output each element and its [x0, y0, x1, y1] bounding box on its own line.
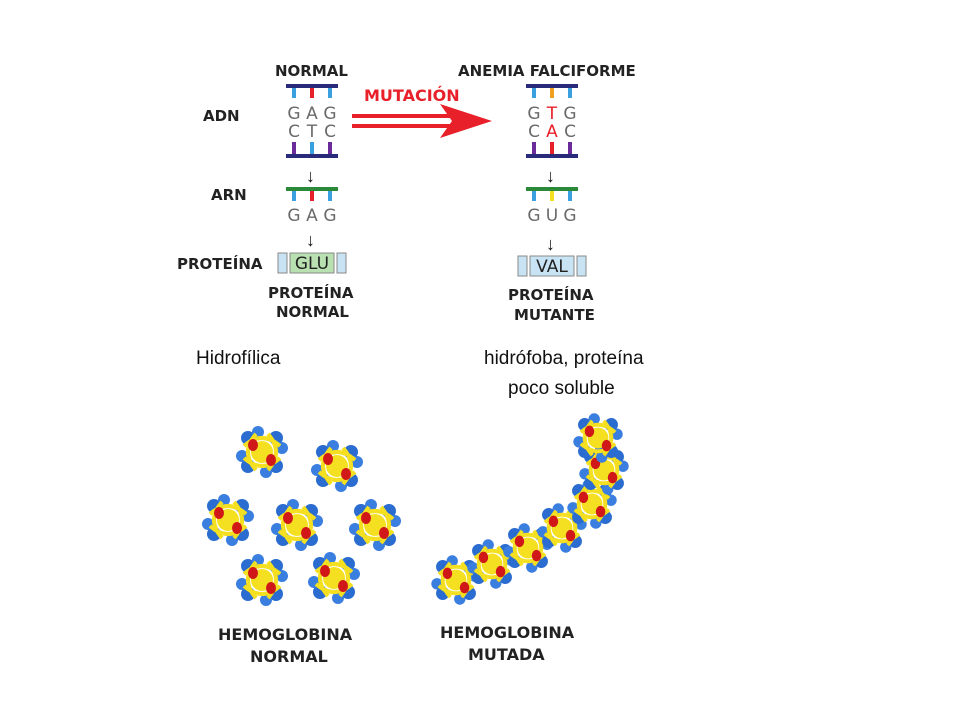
normal-amino-acid-chain: GLU: [277, 252, 347, 274]
mutant-dna-top-3: G: [563, 104, 576, 124]
mutant-title: ANEMIA FALCIFORME: [458, 62, 636, 80]
mutation-label: MUTACIÓN: [364, 86, 460, 105]
mutant-rna-3: G: [563, 206, 576, 226]
mutant-amino-acid: VAL: [536, 257, 568, 277]
normal-protein-line1: PROTEÍNA: [268, 283, 354, 302]
normal-arrow-2-icon: ↓: [306, 230, 315, 250]
normal-hemoglobin-molecules: [200, 424, 403, 608]
mutation-arrow-icon: [352, 104, 492, 138]
normal-property: Hidrofílica: [196, 348, 281, 369]
normal-protein-line2: NORMAL: [276, 303, 349, 321]
normal-dna-top-1: G: [287, 104, 300, 124]
mutant-protein-line2: MUTANTE: [514, 306, 595, 324]
mutant-dna-strand: ANEMIA FALCIFORME G T G C A C: [458, 62, 636, 158]
normal-dna-bottom-1: C: [288, 122, 300, 142]
rna-label: ARN: [211, 186, 247, 204]
normal-hemoglobin-line1: HEMOGLOBINA: [218, 625, 353, 644]
mutant-protein-line1: PROTEÍNA: [508, 285, 594, 304]
normal-arrow-1-icon: ↓: [306, 166, 315, 186]
mutant-rna-strand: G U G: [526, 187, 578, 226]
normal-rna-strand: G A G: [286, 187, 338, 226]
dna-label: ADN: [203, 107, 240, 125]
mutant-property-line1: hidrófoba, proteína: [484, 348, 644, 369]
mutant-dna-bottom-3: C: [564, 122, 576, 142]
mutant-amino-acid-chain: VAL: [517, 255, 587, 277]
normal-dna-strand: NORMAL G A G C T C: [275, 62, 348, 158]
normal-amino-acid: GLU: [295, 254, 329, 274]
normal-rna-3: G: [323, 206, 336, 226]
mutant-hemoglobin-line1: HEMOGLOBINA: [440, 623, 575, 642]
normal-dna-top-2: A: [306, 104, 318, 124]
normal-title: NORMAL: [275, 62, 348, 80]
mutant-arrow-2-icon: ↓: [546, 234, 555, 254]
normal-dna-bottom-2: T: [306, 122, 318, 142]
protein-label: PROTEÍNA: [177, 254, 263, 273]
mutant-dna-bottom-2: A: [546, 122, 558, 142]
mutant-rna-2: U: [546, 206, 558, 226]
mutant-hemoglobin-polymer: [429, 411, 631, 607]
mutant-arrow-1-icon: ↓: [546, 166, 555, 186]
normal-rna-1: G: [287, 206, 300, 226]
mutant-dna-bottom-1: C: [528, 122, 540, 142]
mutant-hemoglobin-line2: MUTADA: [468, 645, 545, 664]
mutant-dna-top-2: T: [546, 104, 558, 124]
mutant-rna-1: G: [527, 206, 540, 226]
normal-rna-2: A: [306, 206, 318, 226]
normal-dna-top-3: G: [323, 104, 336, 124]
mutant-property-line2: poco soluble: [508, 378, 615, 399]
mutant-dna-top-1: G: [527, 104, 540, 124]
normal-hemoglobin-line2: NORMAL: [250, 647, 328, 666]
normal-dna-bottom-3: C: [324, 122, 336, 142]
